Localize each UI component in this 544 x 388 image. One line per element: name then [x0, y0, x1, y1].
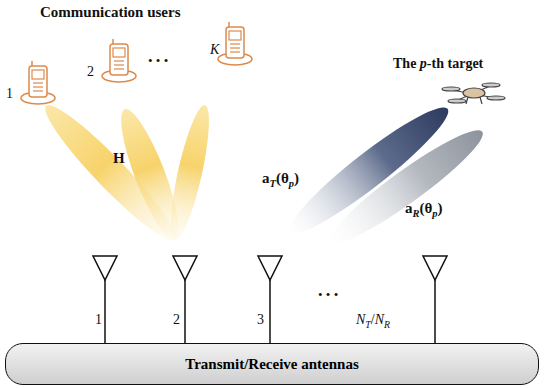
target-title: The p-th target: [393, 56, 483, 71]
antenna-number: NT/NR: [356, 312, 390, 331]
steering-vector-label: aR(θp): [405, 200, 443, 220]
ellipsis: • • •: [318, 288, 338, 302]
user-number: K: [210, 42, 219, 57]
antenna-number: 1: [95, 312, 102, 327]
antenna-array-bar: Transmit/Receive antennas: [5, 343, 539, 385]
bar-label: Transmit/Receive antennas: [185, 356, 358, 373]
user-beam: [35, 96, 216, 251]
steering-vector-label: aT(θp): [262, 170, 299, 190]
channel-label: H: [113, 150, 125, 167]
group-title: Communication users: [40, 4, 181, 21]
ellipsis: • • •: [148, 54, 168, 68]
phone-icon: [21, 22, 252, 104]
antenna-number: 2: [173, 312, 180, 327]
user-number: 2: [87, 64, 94, 79]
antenna-symbol: [93, 256, 447, 344]
target-beam: [280, 95, 492, 254]
antenna-number: 3: [257, 312, 264, 327]
user-number: 1: [6, 86, 13, 101]
drone-icon: [442, 83, 505, 104]
